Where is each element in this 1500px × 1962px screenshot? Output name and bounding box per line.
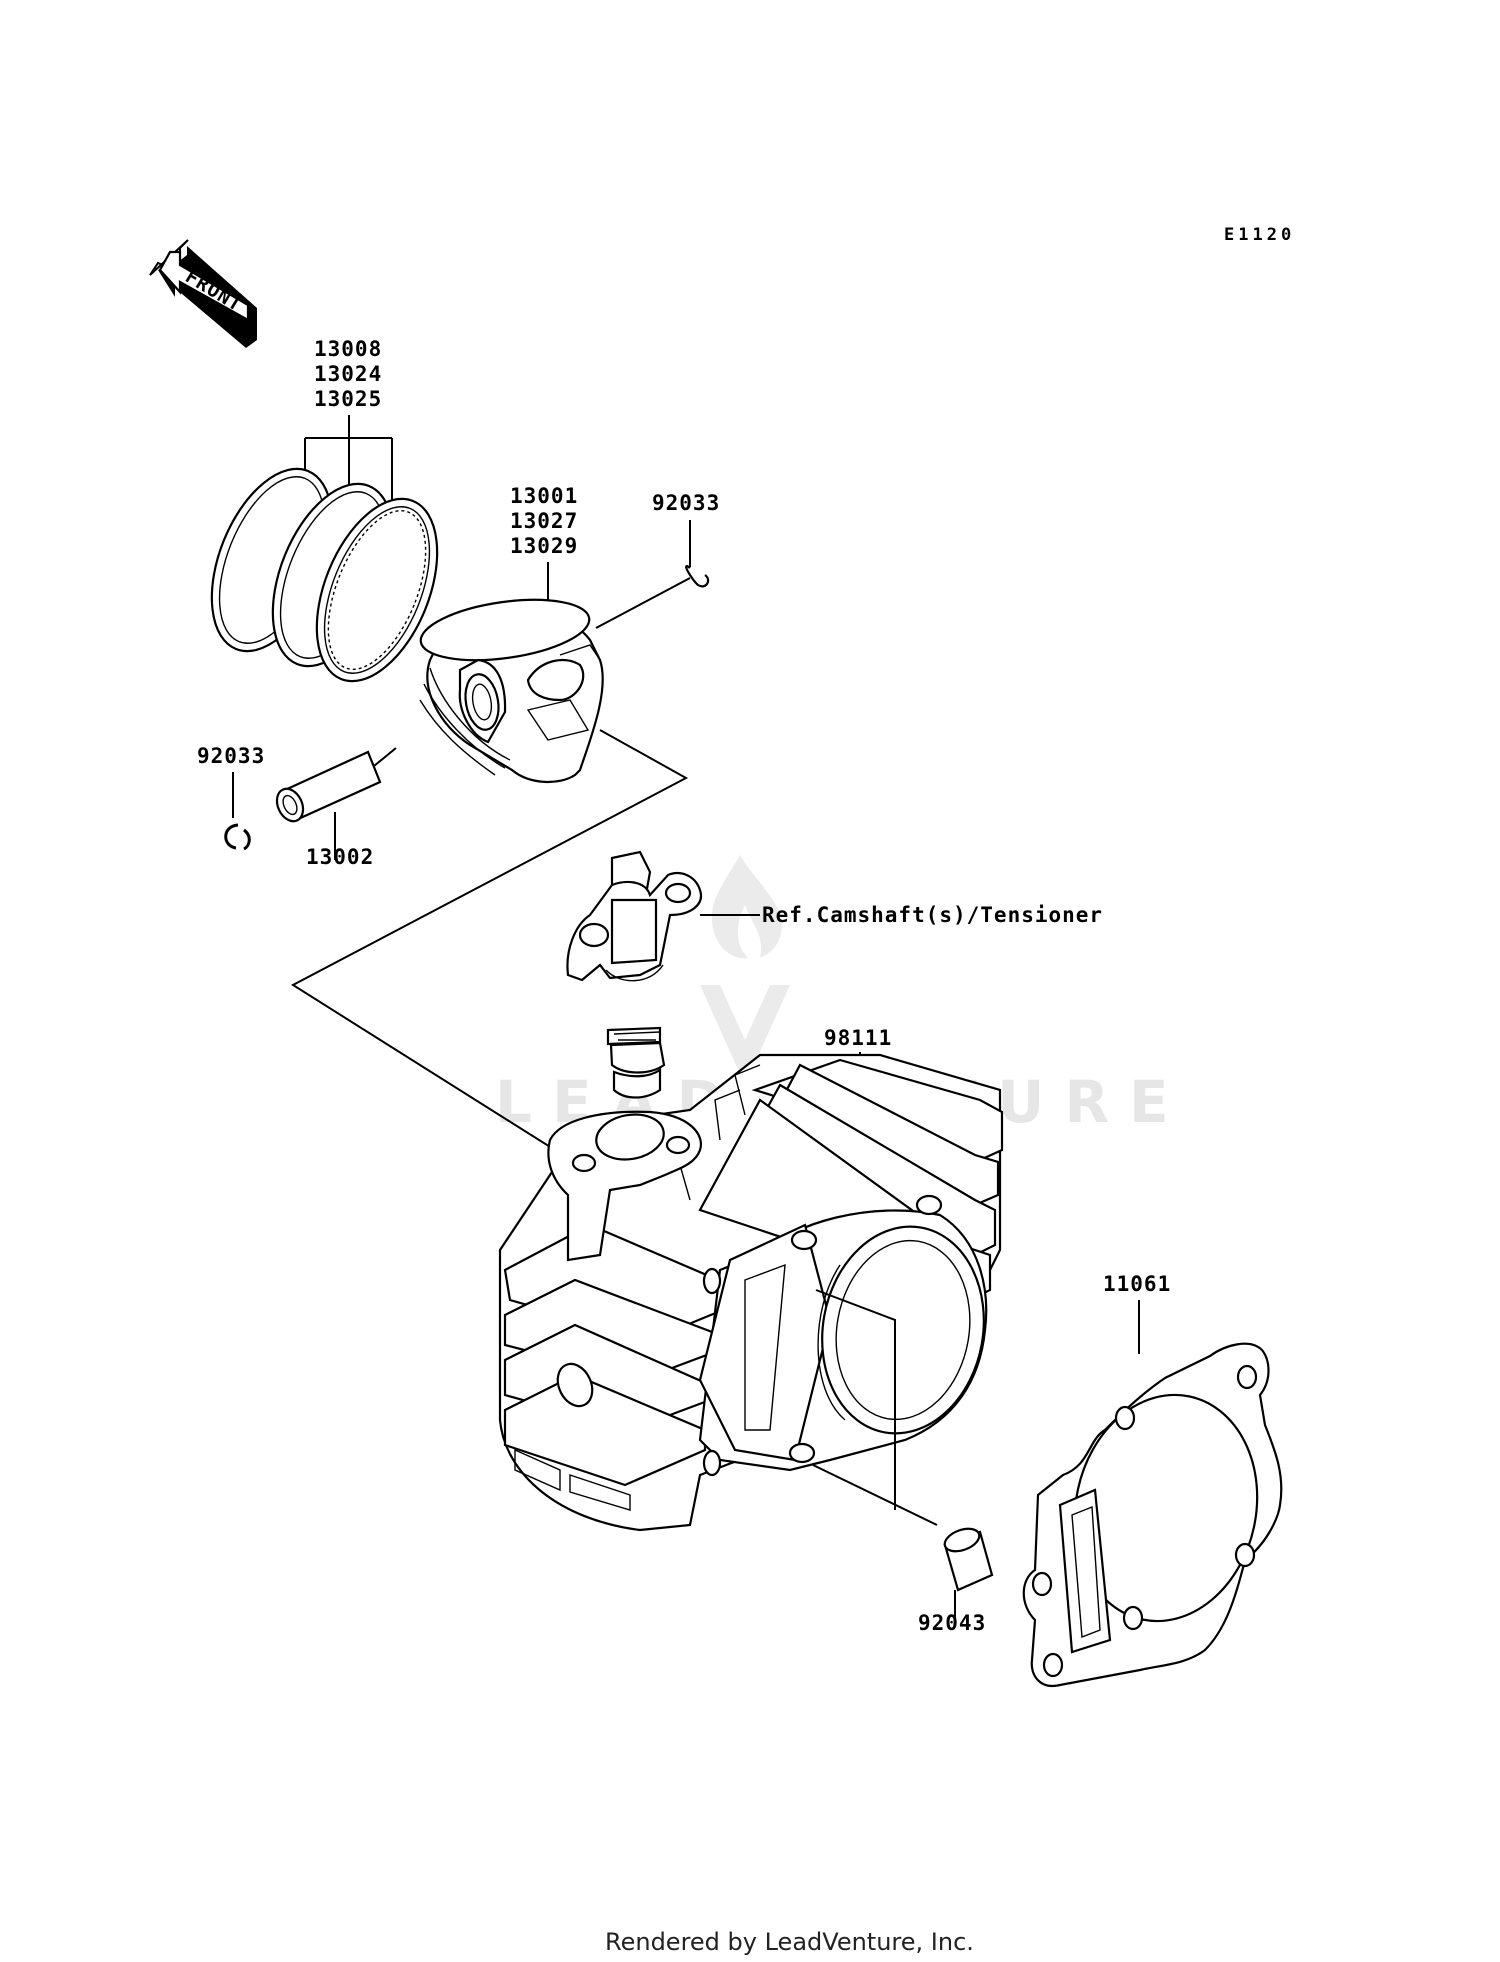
label-tensioner-ref: Ref.Camshaft(s)/Tensioner bbox=[762, 903, 1103, 927]
label-13008: 13008 bbox=[314, 337, 382, 361]
diagram-code: E1120 bbox=[1224, 225, 1295, 245]
label-92033-right: 92033 bbox=[652, 491, 720, 515]
piston bbox=[419, 598, 604, 784]
piston-ring-3 bbox=[315, 497, 439, 683]
label-13002: 13002 bbox=[306, 845, 374, 869]
cam-chain-tensioner: Ref.Camshaft(s)/Tensioner bbox=[566, 850, 1103, 1130]
cylinder-block bbox=[498, 1053, 1004, 1532]
label-11061: 11061 bbox=[1103, 1272, 1171, 1296]
watermark-v-icon bbox=[700, 985, 790, 1085]
dowel-pin: 92043 bbox=[918, 1527, 994, 1635]
piston-pin: 13002 bbox=[275, 747, 397, 869]
head-gasket: 11061 bbox=[1022, 1272, 1283, 1688]
alignment-guide-line bbox=[291, 729, 689, 1151]
watermark-flame-icon bbox=[711, 855, 782, 959]
label-13029: 13029 bbox=[510, 534, 578, 558]
label-98111: 98111 bbox=[824, 1026, 892, 1050]
cylinder-labels: 98111 bbox=[824, 1026, 892, 1062]
clip-right: 92033 bbox=[595, 491, 720, 629]
label-13025: 13025 bbox=[314, 387, 382, 411]
label-92033-left: 92033 bbox=[197, 744, 265, 768]
label-13001: 13001 bbox=[510, 484, 578, 508]
clip-left: 92033 bbox=[197, 744, 265, 851]
label-92043: 92043 bbox=[918, 1611, 986, 1635]
footer-credit: Rendered by LeadVenture, Inc. bbox=[605, 1928, 974, 1956]
piston-rings bbox=[210, 467, 439, 683]
piston-labels: 13001 13027 13029 bbox=[510, 484, 578, 610]
label-13027: 13027 bbox=[510, 509, 578, 533]
front-arrow-icon: FRONT bbox=[149, 239, 257, 348]
label-13024: 13024 bbox=[314, 362, 382, 386]
ring-labels: 13008 13024 13025 bbox=[304, 337, 393, 520]
